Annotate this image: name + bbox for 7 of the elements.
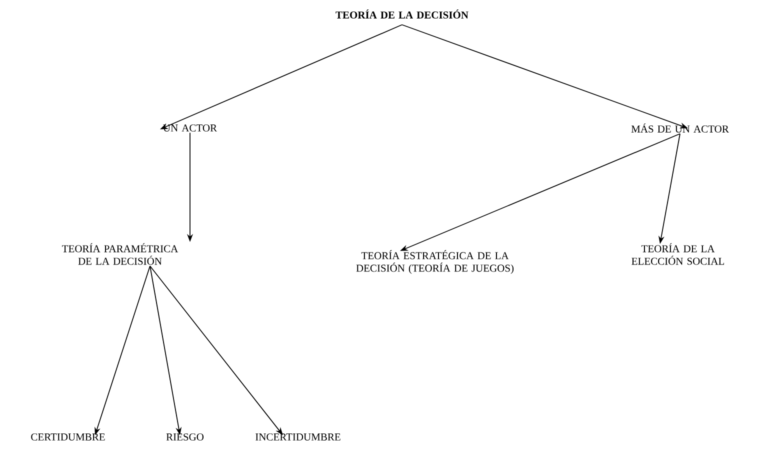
node-label: RIESGO	[166, 433, 204, 441]
node-label: TEORÍA PARAMÉTRICA DE LA DECISIÓN	[62, 243, 178, 265]
node-label: CERTIDUMBRE	[31, 433, 105, 441]
node-label: TEORÍA DE LA ELECCIÓN SOCIAL	[632, 243, 724, 265]
node-label: INCERTIDUMBRE	[256, 433, 340, 441]
node-label: TEORÍA ESTRATÉGICA DE LA DECISIÓN (TEORÍA DE JUEGOS)	[356, 250, 514, 274]
title-text: TEORÍA DE LA DECISIÓN	[336, 9, 468, 19]
